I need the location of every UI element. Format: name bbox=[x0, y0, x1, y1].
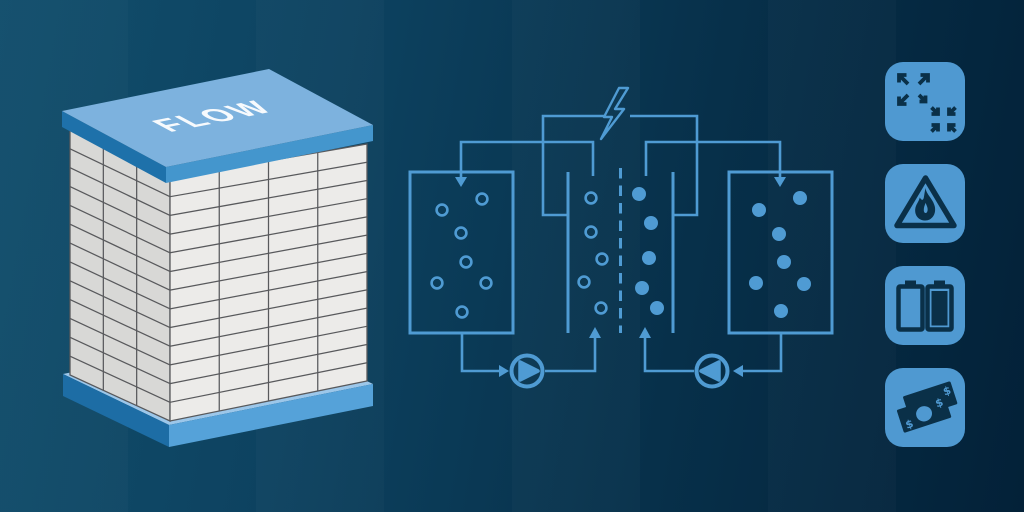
discharged-particle-circle bbox=[577, 275, 591, 289]
discharged-particle-circle bbox=[479, 276, 493, 290]
pipe-left-pump-to-cell bbox=[545, 338, 597, 373]
battery-full-icon bbox=[924, 284, 954, 332]
power-wire-left bbox=[541, 114, 606, 217]
cost-icon: $ $ $ bbox=[896, 381, 957, 433]
cell-stack bbox=[566, 168, 675, 333]
cost-tile: $ $ $ bbox=[885, 368, 965, 447]
right-tank-particles bbox=[749, 191, 811, 318]
front-bill-center-circle bbox=[915, 406, 932, 422]
pipe-left-tank-to-pump bbox=[460, 333, 499, 373]
stack-grid-row-line bbox=[69, 185, 171, 235]
front-bill-dollar-sign-right: $ bbox=[933, 396, 944, 411]
flow-battery-schematic bbox=[408, 86, 834, 389]
lid-left-face bbox=[62, 111, 166, 183]
discharged-particle-circle bbox=[455, 305, 469, 319]
discharged-particle-circle bbox=[594, 301, 608, 315]
back-bill-dollar-sign: $ bbox=[941, 384, 952, 399]
scalability-icon bbox=[896, 73, 957, 133]
dollar-bills-icon: $ $ $ bbox=[896, 381, 957, 433]
return-pipe-right bbox=[644, 140, 782, 177]
left-pump bbox=[509, 353, 545, 389]
charged-particle-dot bbox=[749, 276, 763, 290]
power-circuit bbox=[541, 86, 699, 217]
power-wire-right bbox=[630, 114, 699, 217]
left-pump-rotor-icon bbox=[518, 360, 540, 382]
charged-particle-dot bbox=[777, 255, 791, 269]
pump-loop-right bbox=[639, 327, 783, 389]
charged-particle-dot bbox=[632, 187, 646, 201]
right-pump bbox=[694, 353, 730, 389]
return-pipes bbox=[455, 140, 786, 187]
container-lid: FLOW bbox=[62, 69, 373, 183]
benefit-icon-column: $ $ $ bbox=[885, 62, 965, 447]
battery-tile bbox=[885, 266, 965, 345]
flammability-warning-icon bbox=[893, 175, 957, 229]
stack-grid-row-line bbox=[69, 204, 171, 254]
stack-grid-row-line bbox=[69, 317, 171, 366]
contract-arrows-icon bbox=[929, 106, 957, 133]
stack-grid-row-line bbox=[69, 167, 171, 216]
flow-arrow-into-cell-left bbox=[589, 327, 601, 338]
stack-grid-row-line bbox=[69, 242, 171, 291]
charged-particle-dot bbox=[793, 191, 807, 205]
flow-arrow-into-right-pump bbox=[733, 365, 743, 377]
battery-left-cap bbox=[904, 280, 916, 287]
cell-stack-body bbox=[69, 128, 368, 423]
stack-grid-row-line bbox=[69, 280, 171, 329]
charged-particle-dot bbox=[797, 277, 811, 291]
stack-grid-row-line bbox=[69, 299, 171, 347]
stack-grid-row-line bbox=[69, 355, 171, 403]
warning-triangle-icon bbox=[893, 175, 957, 229]
charged-particle-dot bbox=[752, 203, 766, 217]
battery-comparison-icon bbox=[895, 280, 954, 332]
front-bill-dollar-sign-left: $ bbox=[903, 417, 914, 432]
battery-right-cap bbox=[933, 280, 945, 287]
discharged-particle-circle bbox=[459, 255, 473, 269]
flammability-tile bbox=[885, 164, 965, 243]
stack-grid-row-line bbox=[69, 148, 171, 198]
discharged-particle-circle bbox=[584, 191, 598, 205]
left-electrolyte-tank bbox=[408, 170, 515, 335]
left-tank-particles bbox=[430, 192, 493, 319]
charged-particle-dot bbox=[650, 301, 664, 315]
base-left-face bbox=[63, 374, 169, 447]
right-pump-rotor-icon bbox=[699, 360, 721, 382]
flow-arrow-into-right-tank bbox=[774, 177, 786, 187]
stack-grid-row-line bbox=[69, 336, 171, 385]
return-pipe-left bbox=[459, 140, 595, 177]
discharged-particle-circle bbox=[454, 226, 468, 240]
cell-left-particles bbox=[577, 191, 609, 315]
pump-loop-left bbox=[460, 327, 601, 389]
battery-empty-icon bbox=[895, 284, 925, 332]
stack-grid-row-line bbox=[69, 223, 171, 273]
expand-arrows-icon bbox=[896, 73, 930, 106]
charged-particle-dot bbox=[644, 216, 658, 230]
base-right-face bbox=[169, 384, 373, 447]
discharged-particle-circle bbox=[475, 192, 489, 206]
battery-full-charge-fill bbox=[931, 291, 947, 326]
lid-right-face bbox=[166, 125, 373, 183]
charged-particle-dot bbox=[642, 251, 656, 265]
pipe-right-tank-to-pump bbox=[743, 333, 783, 373]
front-bill: $ $ bbox=[896, 395, 951, 433]
discharged-particle-circle bbox=[595, 252, 609, 266]
lid-top-face bbox=[62, 69, 373, 167]
charged-particle-dot bbox=[774, 304, 788, 318]
flow-arrow-into-left-pump bbox=[499, 365, 509, 377]
stack-grid-lines bbox=[69, 146, 368, 411]
discharged-particle-circle bbox=[430, 276, 444, 290]
scalability-tile bbox=[885, 62, 965, 141]
discharged-particle-circle bbox=[584, 225, 598, 239]
flame-inner-detail bbox=[923, 202, 928, 214]
flow-arrow-into-left-tank bbox=[455, 177, 467, 187]
flow-container-illustration: FLOW bbox=[62, 69, 373, 447]
lightning-bolt-icon bbox=[599, 86, 630, 141]
flow-arrow-into-cell-right bbox=[639, 327, 651, 338]
discharged-particle-circle bbox=[435, 203, 449, 217]
charged-particle-dot bbox=[635, 281, 649, 295]
charged-particle-dot bbox=[772, 227, 786, 241]
pipe-right-pump-to-cell bbox=[643, 338, 694, 373]
cell-right-particles bbox=[632, 187, 664, 315]
stack-grid-row-line bbox=[69, 261, 171, 310]
